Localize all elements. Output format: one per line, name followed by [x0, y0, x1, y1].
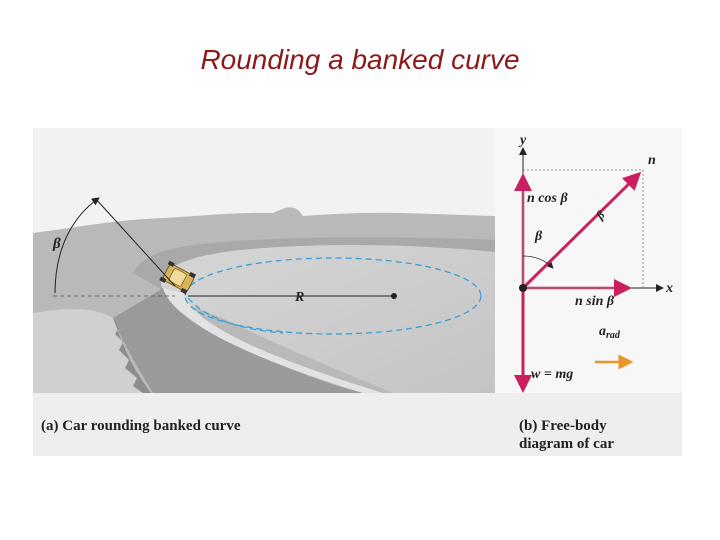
- arad-label: arad: [599, 324, 621, 341]
- n-sin-label: n sin β: [575, 294, 615, 309]
- figure-panel: R β y x n n cos β: [33, 128, 682, 456]
- foreground-slope: [33, 309, 151, 393]
- beta-arc: [522, 255, 554, 269]
- angle-beta-label: β: [52, 236, 61, 252]
- x-axis-label: x: [665, 281, 673, 296]
- rock-edge: [113, 318, 151, 393]
- angle-arc: [54, 197, 100, 294]
- y-axis-label: y: [518, 133, 527, 148]
- banked-road: [161, 245, 495, 393]
- weight-label: w = mg: [531, 367, 573, 382]
- panel-b-background: [495, 128, 682, 393]
- n-cos-label: n cos β: [527, 191, 568, 206]
- orbit-path: [184, 257, 482, 335]
- beta-label: β: [534, 229, 543, 244]
- panel-a-caption: (a) Car rounding banked curve: [41, 418, 241, 434]
- normal-force-label: n: [648, 153, 656, 168]
- banked-curve-figure: R β y x n n cos β: [33, 128, 682, 393]
- orbit-front: [182, 289, 284, 334]
- slide-title: Rounding a banked curve: [200, 44, 520, 75]
- curve-center-dot: [391, 293, 397, 299]
- normal-force-arrow: [521, 171, 642, 290]
- radius-label: R: [294, 290, 304, 305]
- car-center-dot: [519, 284, 527, 292]
- road-shoulder: [113, 288, 363, 393]
- panel-a-scene: R β: [33, 128, 495, 393]
- normal-reference-line: [94, 197, 176, 287]
- panel-b-caption-line2: diagram of car: [519, 436, 614, 452]
- panel-b-caption-line1: (b) Free-body: [519, 418, 607, 434]
- panel-b-free-body: y x n n cos β n sin β β β w = mg: [495, 128, 682, 393]
